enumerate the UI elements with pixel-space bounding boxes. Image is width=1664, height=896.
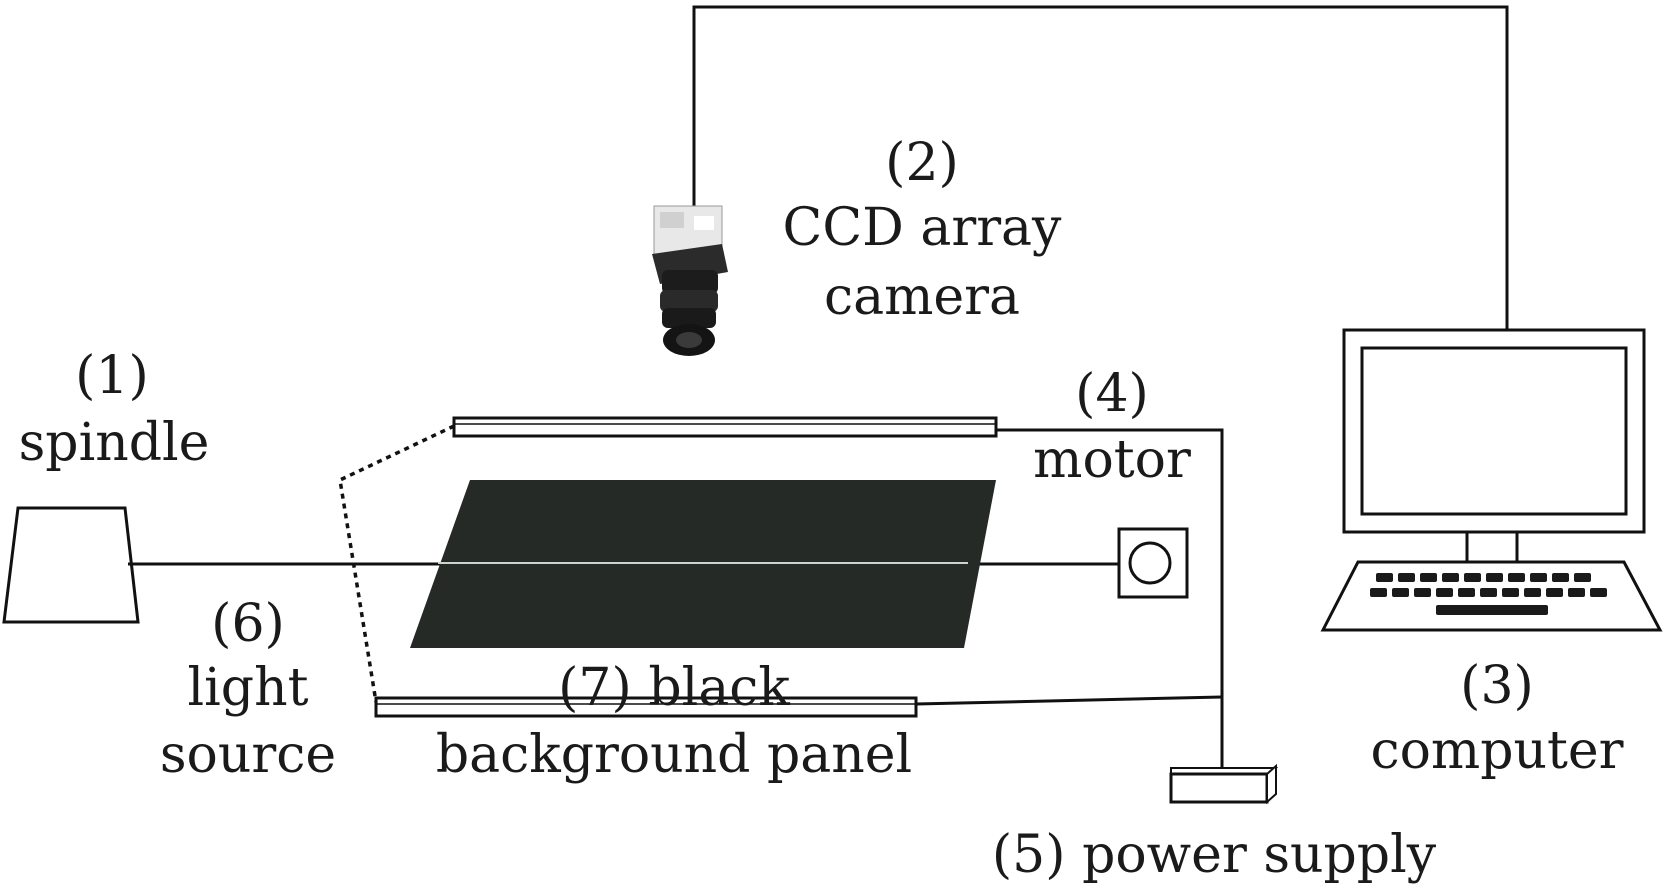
motor-power-cable: [996, 428, 1224, 770]
computer-label: computer: [1370, 721, 1623, 781]
light-number-label: (6): [211, 594, 285, 654]
computer-number-label: (3): [1460, 656, 1534, 716]
upper-rail: [452, 416, 998, 438]
light-label-line2: source: [160, 725, 336, 785]
motor-number-label: (4): [1075, 364, 1149, 424]
power-supply-label: (5) power supply: [992, 825, 1437, 885]
camera-label-line1: CCD array: [783, 198, 1063, 258]
lower-rail: [374, 696, 918, 718]
motor-icon: [1117, 527, 1189, 599]
dotted-link: [338, 424, 455, 703]
camera-computer-cable: [692, 5, 1509, 330]
rail-power-cable: [915, 695, 1223, 706]
light-label-line1: light: [188, 658, 309, 718]
ccd-camera-icon: [652, 205, 728, 356]
panel-label-line2: background panel: [436, 725, 912, 785]
motor-label: motor: [1033, 430, 1191, 490]
camera-label-line2: camera: [824, 267, 1020, 327]
desktop-computer-icon: [1320, 328, 1663, 632]
power-supply-box-icon: [1169, 763, 1278, 805]
camera-number-label: (2): [885, 133, 959, 193]
spindle-number-label: (1): [75, 346, 149, 406]
panel-label-line1: (7) black: [558, 658, 790, 718]
spindle-label: spindle: [19, 413, 210, 473]
spindle-icon: [2, 506, 140, 624]
